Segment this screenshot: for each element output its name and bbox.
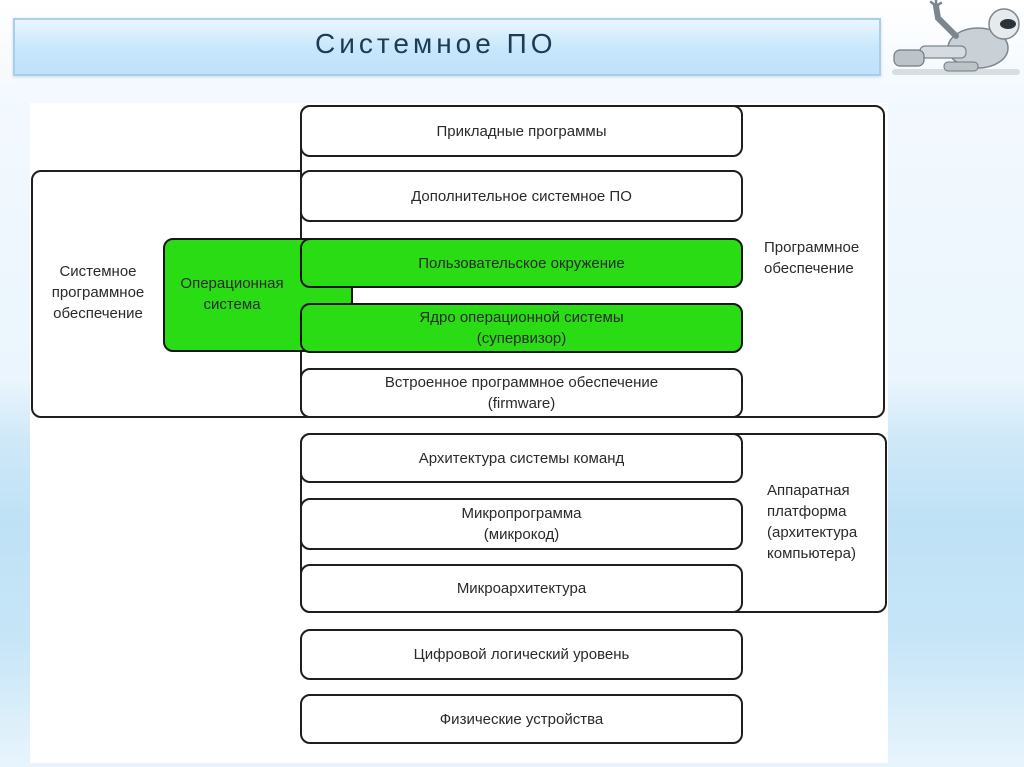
slide-title-bar: Системное ПО bbox=[13, 18, 881, 76]
layer-label: Физические устройства bbox=[439, 710, 604, 728]
layer-additional-system-software: Дополнительное системное ПО bbox=[300, 170, 743, 222]
layer-physical-devices: Физические устройства bbox=[300, 694, 743, 744]
layer-microprogram: Микропрограмма (микрокод) bbox=[300, 498, 743, 550]
layer-os-kernel: Ядро операционной системы (супервизор) bbox=[300, 303, 743, 353]
layer-label: Пользовательское окружение bbox=[418, 254, 625, 272]
robot-mascot-icon bbox=[892, 0, 1020, 75]
layer-label: Архитектура системы команд bbox=[418, 449, 625, 467]
layer-microarchitecture: Микроархитектура bbox=[300, 564, 743, 613]
layer-application-programs: Прикладные программы bbox=[300, 105, 743, 157]
layer-digital-logic: Цифровой логический уровень bbox=[300, 629, 743, 680]
layer-label: Прикладные программы bbox=[436, 122, 607, 140]
layer-label: Ядро операционной системы (супервизор) bbox=[419, 309, 624, 347]
slide-title: Системное ПО bbox=[315, 28, 557, 59]
operating-system-label: Операционная система bbox=[180, 275, 284, 313]
system-software-label: Системное программное обеспечение bbox=[51, 263, 145, 322]
hardware-platform-label: Аппаратная платформа (архитектура компью… bbox=[767, 482, 858, 562]
layer-label: Встроенное программное обеспечение (firm… bbox=[384, 374, 659, 412]
layer-firmware: Встроенное программное обеспечение (firm… bbox=[300, 368, 743, 418]
diagram-panel: Прикладные программы Дополнительное сист… bbox=[30, 103, 888, 763]
software-label: Программное обеспечение bbox=[764, 239, 860, 277]
layer-label: Микроархитектура bbox=[456, 580, 587, 597]
layer-instruction-set-architecture: Архитектура системы команд bbox=[300, 433, 743, 483]
layer-user-environment: Пользовательское окружение bbox=[300, 238, 743, 288]
layer-label: Дополнительное системное ПО bbox=[411, 187, 632, 205]
layer-label: Микропрограмма (микрокод) bbox=[461, 505, 582, 543]
layer-label: Цифровой логический уровень bbox=[413, 646, 630, 663]
